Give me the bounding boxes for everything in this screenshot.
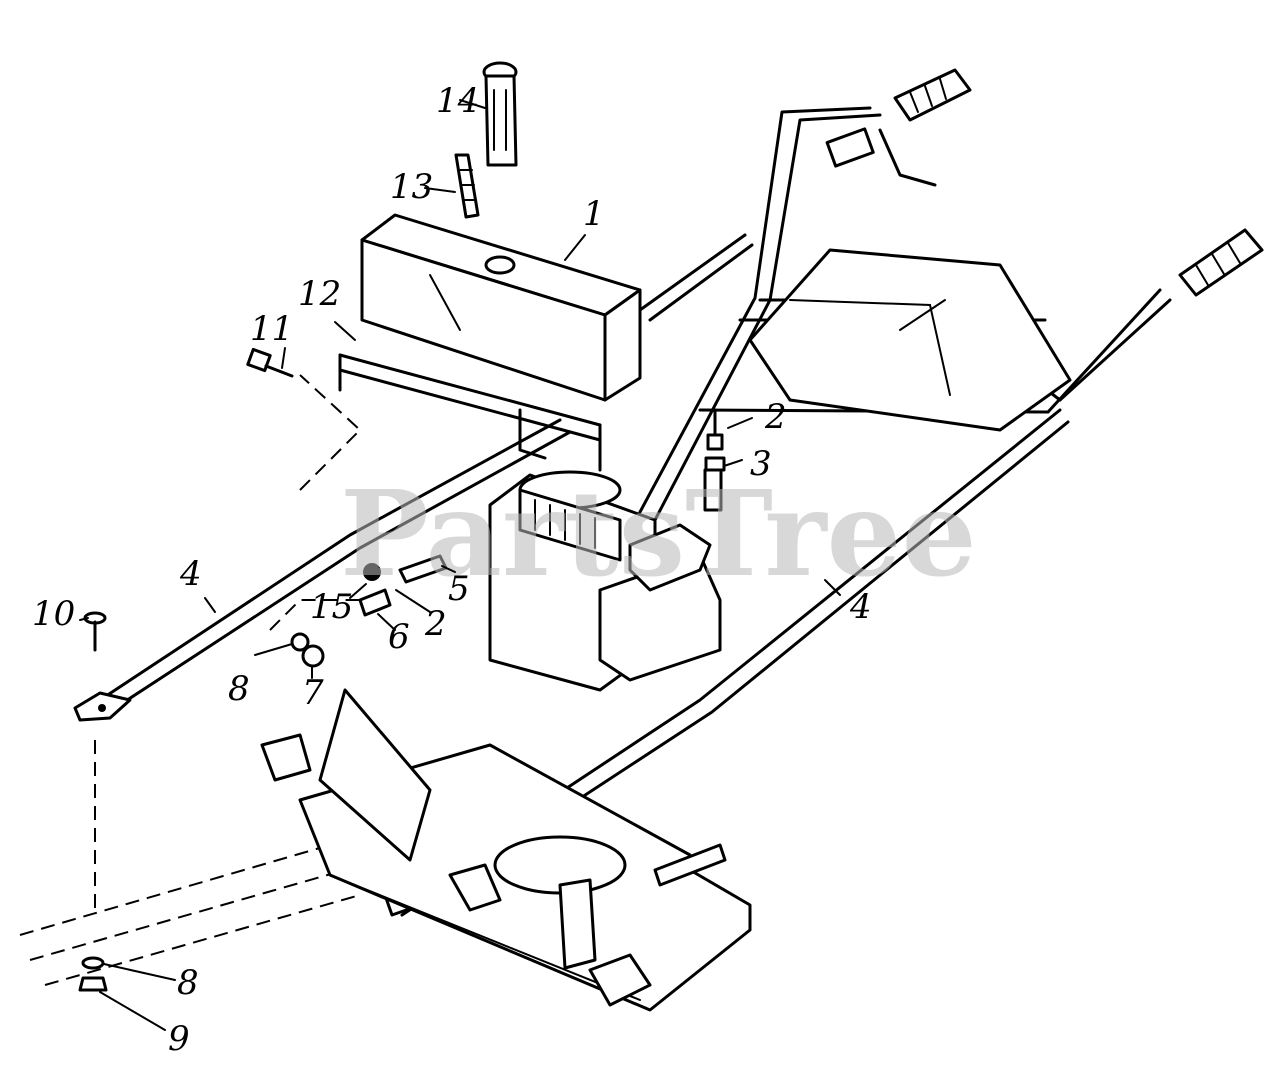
side-rail-left bbox=[73, 418, 572, 722]
tank-bracket bbox=[338, 353, 602, 472]
rear-tray bbox=[748, 248, 1072, 432]
callout-8-upper: 8 bbox=[228, 669, 250, 709]
handle-grip-upper bbox=[893, 68, 972, 122]
callout-5: 5 bbox=[448, 569, 470, 609]
callout-8-lower: 8 bbox=[177, 963, 199, 1003]
callout-9: 9 bbox=[168, 1019, 190, 1059]
callout-6: 6 bbox=[388, 617, 410, 657]
callout-4-right: 4 bbox=[849, 587, 872, 627]
callout-11: 11 bbox=[250, 309, 293, 349]
leader-lines bbox=[79, 99, 841, 1031]
ground-dash-lines bbox=[19, 374, 362, 986]
callout-1: 1 bbox=[583, 194, 605, 234]
callout-15: 15 bbox=[310, 587, 353, 627]
callout-labels: 1 2 3 4 4 5 2 6 7 8 8 9 10 11 12 13 14 1… bbox=[32, 81, 872, 1059]
watermark: PartsTree bbox=[340, 464, 977, 603]
fuel-tank bbox=[360, 213, 642, 402]
fuel-line-13 bbox=[454, 153, 480, 219]
callout-4-left: 4 bbox=[179, 554, 202, 594]
fuel-cap-filter-14 bbox=[482, 61, 518, 167]
callout-14: 14 bbox=[436, 81, 479, 121]
callout-2-spark-plug: 2 bbox=[764, 397, 787, 437]
callout-3: 3 bbox=[750, 444, 772, 484]
handle-grip-lower bbox=[1178, 228, 1264, 297]
callout-10: 10 bbox=[32, 594, 75, 634]
engine bbox=[488, 468, 723, 692]
callout-12: 12 bbox=[298, 274, 341, 314]
bolt-11 bbox=[246, 347, 294, 378]
spark-plug-parts bbox=[704, 408, 726, 472]
mower-deck bbox=[260, 688, 752, 1012]
callout-7: 7 bbox=[302, 673, 324, 713]
callout-2-lower: 2 bbox=[424, 604, 447, 644]
bolt-10 bbox=[83, 611, 107, 652]
callout-13: 13 bbox=[390, 167, 433, 207]
washer-nut-8-9 bbox=[78, 956, 108, 992]
